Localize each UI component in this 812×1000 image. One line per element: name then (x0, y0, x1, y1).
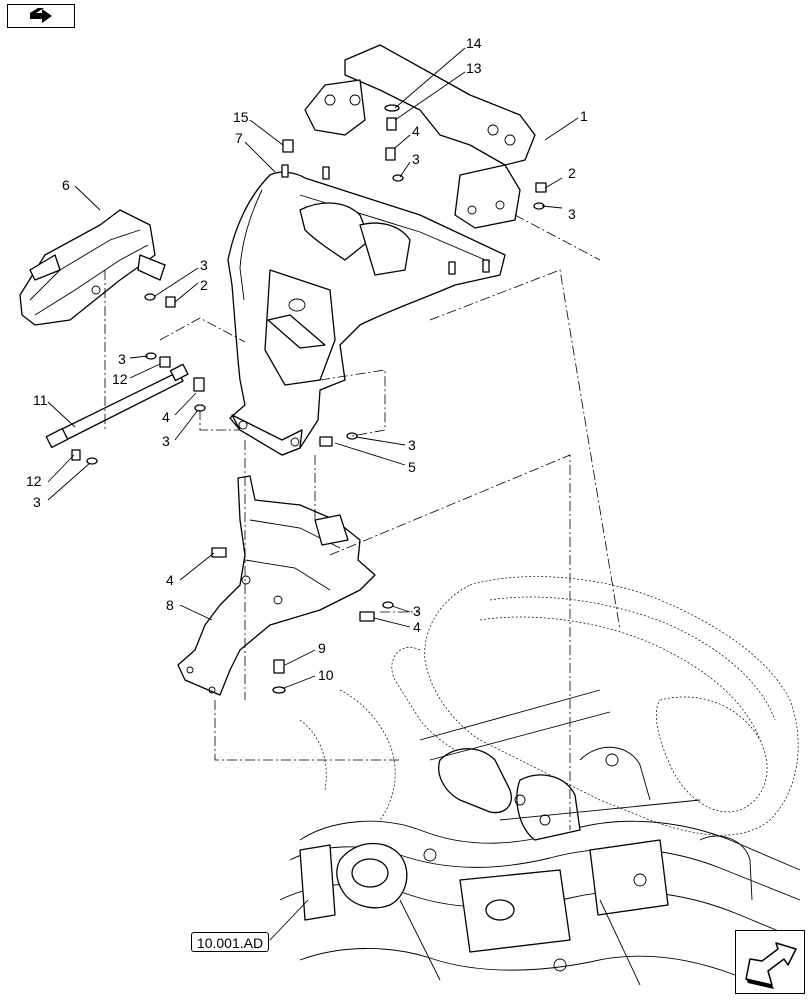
callout-11: 11 (33, 392, 48, 408)
part-7-main-bracket (227, 164, 506, 456)
engine-assembly (279, 576, 801, 986)
callout-3: 3 (412, 151, 420, 167)
next-page-button[interactable] (735, 930, 805, 994)
fasteners (71, 104, 547, 694)
callout-4: 4 (162, 409, 170, 425)
alignment-lines (104, 214, 621, 830)
callout-3: 3 (200, 257, 208, 273)
callout-14: 14 (466, 35, 482, 51)
callout-13: 13 (466, 60, 482, 76)
callout-3: 3 (118, 351, 126, 367)
callout-4: 4 (413, 619, 421, 635)
callout-3: 3 (162, 433, 170, 449)
callouts: 1 2 3 14 13 4 3 15 7 6 3 2 3 12 11 4 3 3… (26, 35, 588, 683)
callout-2: 2 (200, 277, 208, 293)
callout-3: 3 (568, 206, 576, 222)
callout-12: 12 (26, 473, 42, 489)
callout-3: 3 (413, 603, 421, 619)
callout-5: 5 (408, 459, 416, 475)
callout-6: 6 (62, 177, 70, 193)
part-11-rod (45, 363, 189, 449)
callout-7: 7 (235, 130, 243, 146)
previous-page-button[interactable] (7, 4, 75, 28)
part-1-upper-bracket (304, 44, 536, 229)
callout-3: 3 (408, 437, 416, 453)
callout-4: 4 (412, 123, 420, 139)
part-8-lower-bracket (177, 475, 376, 696)
callout-1: 1 (580, 108, 588, 124)
arrow-back-icon (30, 8, 52, 23)
callout-9: 9 (318, 640, 326, 656)
reference-label[interactable]: 10.001.AD (191, 932, 269, 952)
part-6-cover (19, 209, 166, 326)
callout-8: 8 (166, 597, 174, 613)
arrow-forward-icon (745, 942, 797, 989)
callout-10: 10 (318, 667, 334, 683)
callout-3: 3 (33, 494, 41, 510)
callout-12: 12 (112, 371, 128, 387)
leader-lines (47, 47, 579, 941)
callout-15: 15 (233, 109, 249, 125)
callout-2: 2 (568, 165, 576, 181)
callout-4: 4 (166, 572, 174, 588)
